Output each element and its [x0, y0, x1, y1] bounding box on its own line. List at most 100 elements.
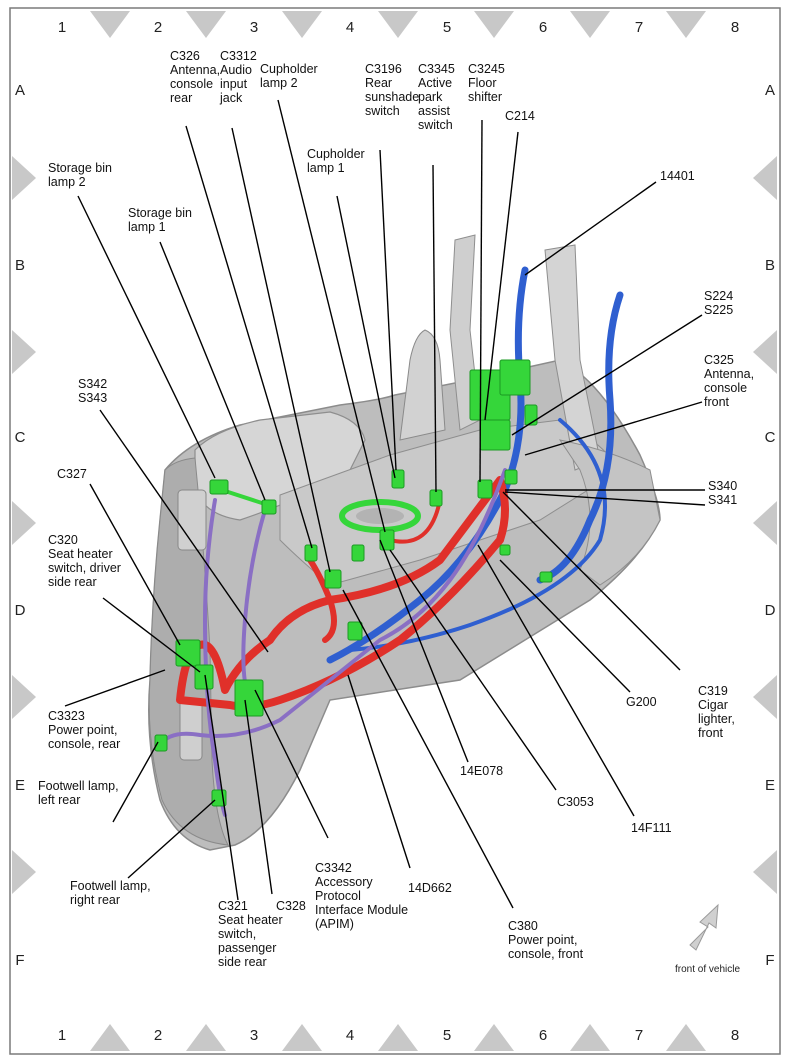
- leader-line-s340-s341-1: [504, 491, 706, 506]
- grid-marker-right-3: [753, 501, 777, 545]
- callout-cupholder-lamp-2-line-1: Cupholder: [260, 62, 318, 76]
- leader-line-c321: [204, 674, 239, 901]
- callout-cupholder-lamp-2-line-2: lamp 2: [260, 76, 298, 90]
- connector-block-4: [324, 569, 342, 589]
- connector-block-15: [504, 469, 518, 485]
- callout-c3312-line-2: Audio: [220, 63, 252, 77]
- grid-column-label-top-7: 7: [635, 19, 643, 36]
- callout-c3245-line-3: shifter: [468, 90, 502, 104]
- callout-footwell-left-line-2: left rear: [38, 793, 80, 807]
- connector-block-12: [499, 359, 531, 396]
- callout-c326-line-2: Antenna,: [170, 63, 220, 77]
- leader-line-storage-bin-lamp-2: [77, 195, 216, 479]
- callout-14401-line-1: 14401: [660, 169, 695, 183]
- callout-footwell-left-line-1: Footwell lamp,: [38, 779, 119, 793]
- connector-block-2: [261, 499, 277, 515]
- grid-column-label-top-2: 2: [154, 19, 162, 36]
- callout-c3312-line-4: jack: [219, 91, 243, 105]
- callout-c3342-line-3: Protocol: [315, 889, 361, 903]
- callout-s342-s343-line-2: S343: [78, 391, 107, 405]
- grid-marker-right-1: [753, 156, 777, 200]
- grid-row-label-left-A: A: [15, 82, 25, 99]
- leader-line-cupholder-lamp-2: [277, 99, 386, 533]
- callout-s224-s225-line-1: S224: [704, 289, 733, 303]
- connector-block-21: [499, 544, 511, 556]
- callout-c3053-line-1: C3053: [557, 795, 594, 809]
- callout-c325-line-1: C325: [704, 353, 734, 367]
- grid-row-label-left-C: C: [15, 429, 26, 446]
- leader-line-c320: [102, 597, 201, 673]
- leader-line-storage-bin-lamp-1: [159, 241, 266, 501]
- callout-c3342-line-2: Accessory: [315, 875, 373, 889]
- callout-c3053: C3053: [557, 795, 594, 809]
- connector-block-1: [209, 479, 229, 495]
- callout-c3312-line-1: C3312: [220, 49, 257, 63]
- callout-c325-line-2: Antenna,: [704, 367, 754, 381]
- callout-c3323-line-2: Power point,: [48, 723, 117, 737]
- connector-block-17: [194, 664, 214, 690]
- callout-c3196-line-4: switch: [365, 104, 400, 118]
- leader-line-g200: [499, 559, 631, 693]
- callout-c3245-line-1: C3245: [468, 62, 505, 76]
- grid-column-label-bottom-1: 1: [58, 1027, 66, 1044]
- cupholder-ring: [339, 499, 421, 533]
- callout-c320-line-2: Seat heater: [48, 547, 113, 561]
- leader-line-14f111: [477, 544, 635, 817]
- grid-row-label-left-F: F: [15, 952, 24, 969]
- callout-c326-line-1: C326: [170, 49, 200, 63]
- callout-14e078: 14E078: [460, 764, 503, 778]
- grid-marker-left-5: [12, 850, 36, 894]
- callout-c326-line-4: rear: [170, 91, 192, 105]
- callout-g200-line-1: G200: [626, 695, 657, 709]
- rear-power-point-panel: [179, 699, 203, 761]
- grid-marker-left-1: [12, 156, 36, 200]
- callout-c380-line-2: Power point,: [508, 933, 577, 947]
- leader-line-footwell-left: [112, 741, 159, 823]
- callout-c3342-line-5: (APIM): [315, 917, 354, 931]
- callout-footwell-left: Footwell lamp,left rear: [38, 779, 119, 807]
- leader-line-c327: [89, 483, 181, 646]
- leader-line-c3323: [64, 669, 166, 707]
- grid-column-label-bottom-2: 2: [154, 1027, 162, 1044]
- callout-c3342-line-4: Interface Module: [315, 903, 408, 917]
- grid-marker-bottom-2: [186, 1024, 226, 1051]
- callout-c319-line-4: front: [698, 726, 724, 740]
- callout-c319-line-1: C319: [698, 684, 728, 698]
- grid-row-label-right-E: E: [765, 777, 775, 794]
- grid-column-label-top-6: 6: [539, 19, 547, 36]
- harness-red-branch: [307, 557, 337, 643]
- callout-c327: C327: [57, 467, 87, 481]
- leader-line-c319: [502, 491, 681, 671]
- grid-row-label-right-F: F: [765, 952, 774, 969]
- callout-c328-line-1: C328: [276, 899, 306, 913]
- grid-row-label-left-B: B: [15, 257, 25, 274]
- callout-c320-line-3: switch, driver: [48, 561, 121, 575]
- callout-c214-line-1: C214: [505, 109, 535, 123]
- console-front-end: [558, 439, 661, 586]
- callout-c321-line-5: side rear: [218, 955, 267, 969]
- grid-marker-top-1: [90, 11, 130, 38]
- callout-c326-line-3: console: [170, 77, 213, 91]
- leader-line-c214: [484, 131, 519, 421]
- callout-g200: G200: [626, 695, 657, 709]
- harness-purple-main: [158, 468, 507, 747]
- connector-block-13: [479, 419, 511, 451]
- callout-c3345-line-5: switch: [418, 118, 453, 132]
- grid-marker-left-4: [12, 675, 36, 719]
- callout-c3196-line-1: C3196: [365, 62, 402, 76]
- connector-block-5: [351, 544, 365, 562]
- front-of-vehicle-label: front of vehicle: [675, 964, 740, 975]
- connector-block-22: [539, 571, 553, 583]
- callout-c3196-line-2: Rear: [365, 76, 392, 90]
- grid-marker-bottom-5: [474, 1024, 514, 1051]
